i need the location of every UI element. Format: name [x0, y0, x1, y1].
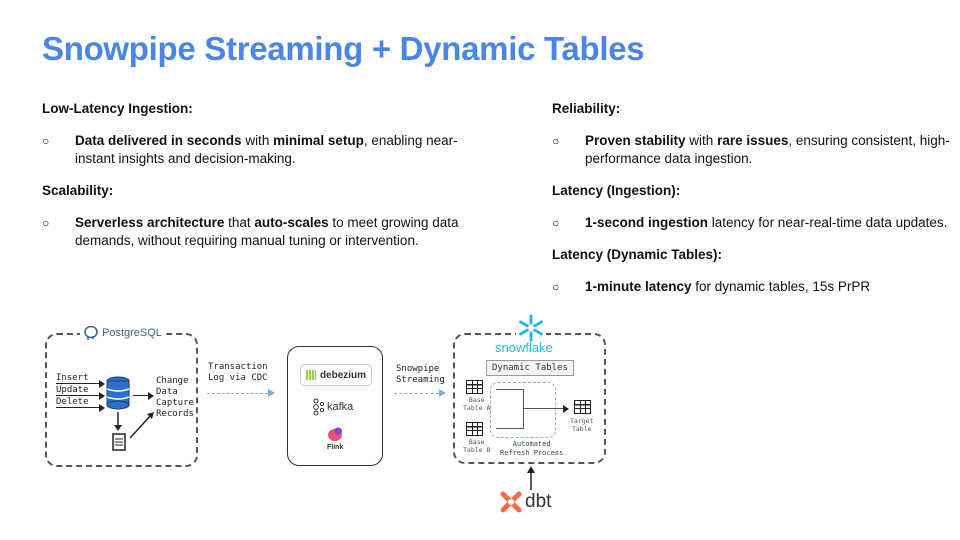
flink-squirrel-icon [328, 427, 342, 441]
to-target-arrow [524, 404, 569, 413]
op-delete: Delete [56, 397, 89, 407]
flink-label: Flink [327, 444, 344, 451]
section-heading-latency-ingestion: Latency (Ingestion): [552, 183, 681, 198]
postgresql-elephant-icon [84, 325, 98, 340]
debezium-logo-icon [305, 370, 316, 380]
dbt-logo-icon [500, 491, 522, 513]
bullet-icon: ○ [42, 134, 50, 148]
postgres-label: PostgreSQL [102, 327, 162, 339]
insert-arrow [56, 379, 105, 388]
bullet-low-latency: ○ Data delivered in seconds with minimal… [42, 133, 458, 166]
dbt-logo: dbt [500, 491, 551, 513]
base-table-b-icon [466, 422, 483, 436]
merge-connector [496, 389, 524, 429]
section-heading-scalability: Scalability: [42, 183, 114, 198]
postgres-header: PostgreSQL [80, 325, 165, 341]
right-column: Reliability: ○ Proven stability with rar… [552, 100, 952, 310]
delete-arrow [56, 403, 105, 412]
target-table-icon [574, 400, 591, 414]
snowflake-logo-icon [516, 313, 546, 343]
cdc-to-stream-arrow [207, 389, 275, 397]
kafka-badge: kafka [312, 398, 353, 416]
bullet-icon: ○ [552, 216, 560, 230]
stream-to-snowflake-arrow [394, 389, 446, 397]
bullet-icon: ○ [552, 134, 560, 148]
bullet-reliability: ○ Proven stability with rare issues, ens… [552, 133, 950, 166]
dbt-up-arrow [527, 466, 535, 490]
db-to-cdc-arrow [133, 391, 154, 400]
dynamic-tables-label: Dynamic Tables [486, 360, 574, 376]
section-heading-reliability: Reliability: [552, 101, 621, 116]
bullet-scalability: ○ Serverless architecture that auto-scal… [42, 215, 459, 248]
database-icon [106, 376, 130, 410]
section-heading-latency-dynamic: Latency (Dynamic Tables): [552, 247, 723, 262]
left-column: Low-Latency Ingestion: ○ Data delivered … [42, 100, 482, 264]
streaming-platform-box [287, 346, 383, 466]
slide-title: Snowpipe Streaming + Dynamic Tables [42, 30, 645, 67]
bullet-latency-dynamic: ○ 1-minute latency for dynamic tables, 1… [552, 279, 871, 294]
section-heading-low-latency: Low-Latency Ingestion: [42, 101, 193, 116]
log-file-icon [112, 433, 126, 451]
debezium-badge: debezium [300, 364, 372, 386]
bullet-icon: ○ [42, 216, 50, 230]
kafka-logo-icon [313, 398, 324, 416]
op-insert: Insert [56, 373, 89, 383]
bullet-icon: ○ [552, 280, 560, 294]
bullet-latency-ingestion: ○ 1-second ingestion latency for near-re… [552, 215, 948, 230]
wal-flow-arrows [114, 412, 154, 439]
snowflake-label: snowflake [495, 340, 553, 355]
base-table-a-icon [466, 380, 483, 394]
op-update: Update [56, 385, 89, 395]
update-arrow [56, 391, 105, 400]
refresh-process-region [490, 382, 556, 438]
